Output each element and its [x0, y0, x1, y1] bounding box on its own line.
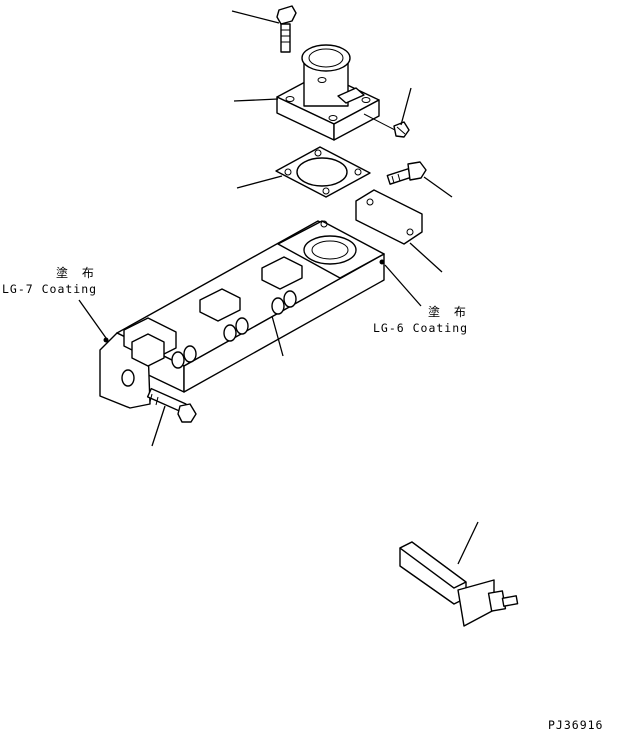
flange-bolt	[386, 161, 427, 185]
thermostat	[399, 541, 519, 627]
leader-line-lg6	[384, 264, 422, 307]
lg6-coating-jp-label: 塗 布	[428, 305, 471, 319]
leader-line-manifold	[271, 315, 284, 357]
leader-line-gasket	[236, 175, 283, 189]
drawing-number: PJ36916	[548, 718, 604, 732]
water-manifold	[99, 220, 385, 409]
coating-point-icon	[103, 337, 109, 343]
cover-plate	[355, 189, 423, 245]
gasket	[275, 146, 371, 198]
thermostat-housing	[276, 44, 380, 141]
leader-line-lg7	[78, 299, 107, 339]
leader-line-top-bolt	[231, 10, 280, 24]
leader-line-plug	[400, 87, 412, 126]
lg7-coating-jp-label: 塗 布	[56, 266, 99, 280]
plug-fitting	[393, 121, 410, 138]
manifold-bolt	[146, 387, 197, 423]
leader-line-flange-bolt	[423, 176, 453, 198]
lg6-coating-label: LG-6 Coating	[373, 321, 469, 335]
leader-line-housing	[233, 98, 279, 102]
lg7-coating-label: LG-7 Coating	[2, 282, 98, 296]
leader-line-thermostat	[457, 521, 479, 565]
leader-line-manifold-bolt	[151, 405, 166, 447]
leader-line-plug-lower	[363, 113, 396, 131]
coating-point-icon	[379, 259, 385, 265]
leader-line-cover-plate	[409, 242, 443, 273]
top-mounting-bolt	[276, 5, 297, 53]
